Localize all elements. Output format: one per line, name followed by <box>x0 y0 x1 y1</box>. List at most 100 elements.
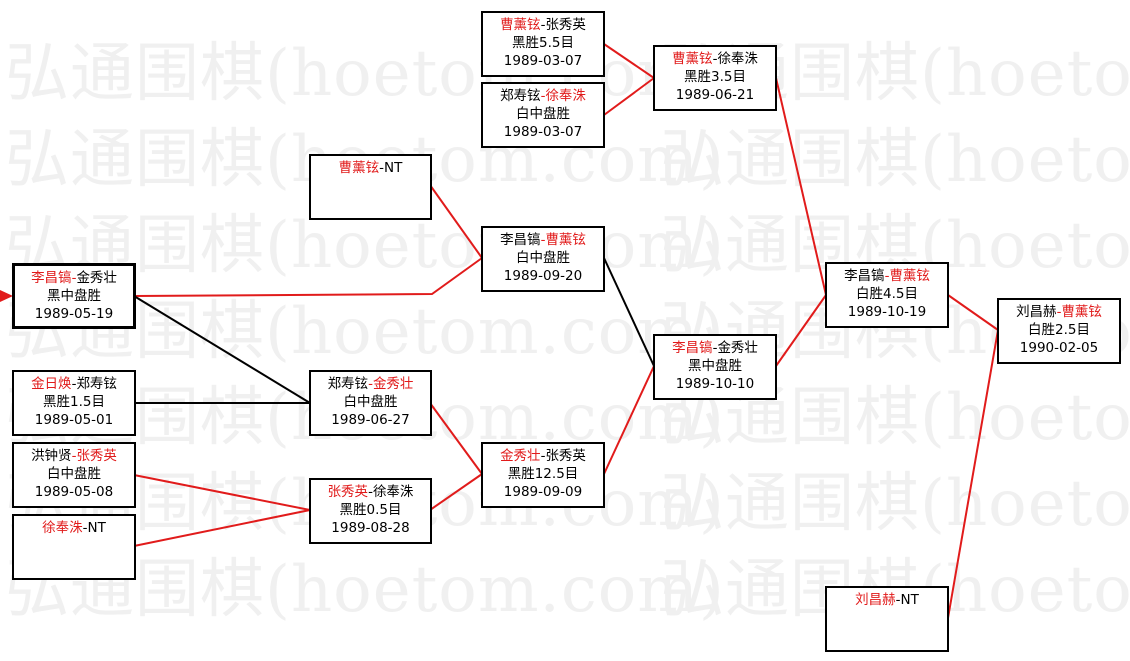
win-line <box>603 43 655 79</box>
player: 张秀英 <box>545 17 586 33</box>
player-winner: 金日焕 <box>31 376 72 392</box>
player: 郑寿铉 <box>500 88 541 104</box>
separator: - <box>71 270 77 286</box>
match-players: 刘昌赫-NT <box>827 591 947 609</box>
match-box: 刘昌赫-NT <box>825 586 949 652</box>
win-line <box>133 474 311 511</box>
separator: - <box>71 448 77 464</box>
win-line <box>603 77 655 116</box>
match-box: 洪钟贤-张秀英 白中盘胜 1989-05-08 <box>12 442 136 508</box>
player-winner: 曹薰铉 <box>545 232 586 248</box>
player-winner: 曹薰铉 <box>1061 304 1102 320</box>
match-date: 1989-05-08 <box>34 484 114 500</box>
match-box: 曹薰铉-徐奉洙 黑胜3.5目 1989-06-21 <box>653 45 777 111</box>
match-result: 白中盘胜 <box>47 466 101 482</box>
match-players: 李昌镐-曹薰铉 <box>827 267 947 285</box>
match-date: 1989-10-19 <box>847 304 927 320</box>
match-date: 1989-10-10 <box>675 376 755 392</box>
match-players: 金秀壮-张秀英 <box>483 447 603 465</box>
match-box: 曹薰铉-NT <box>309 154 432 220</box>
separator: - <box>379 160 384 176</box>
match-date: 1989-03-07 <box>503 124 583 140</box>
match-players: 曹薰铉-徐奉洙 <box>655 50 775 68</box>
match-date: 1989-09-09 <box>503 484 583 500</box>
player-winner: 曹薰铉 <box>500 17 541 33</box>
match-result: 白中盘胜 <box>343 394 398 410</box>
separator: - <box>71 376 77 392</box>
player: 刘昌赫 <box>1016 304 1057 320</box>
match-players: 洪钟贤-张秀英 <box>14 447 134 465</box>
match-box: 曹薰铉-张秀英 黑胜5.5目 1989-03-07 <box>481 11 605 77</box>
match-box: 李昌镐-金秀壮 黑中盘胜 1989-10-10 <box>653 334 777 400</box>
player: 李昌镐 <box>500 232 541 248</box>
match-result: 黑胜1.5目 <box>43 394 105 410</box>
player: 徐奉洙 <box>372 484 414 500</box>
match-result: 黑胜3.5目 <box>684 69 746 85</box>
win-line <box>429 402 483 475</box>
match-box: 张秀英-徐奉洙 黑胜0.5目 1989-08-28 <box>309 478 432 544</box>
separator: - <box>540 88 546 104</box>
player: 李昌镐 <box>844 268 885 284</box>
player: NT <box>87 520 106 536</box>
player-winner: 曹薰铉 <box>672 51 713 67</box>
match-result: 白胜4.5目 <box>856 286 918 302</box>
player: 张秀英 <box>545 448 586 464</box>
separator: - <box>712 51 718 67</box>
player-winner: 张秀英 <box>76 448 117 464</box>
player: 徐奉洙 <box>717 51 758 67</box>
match-box: 郑寿铉-金秀壮 白中盘胜 1989-06-27 <box>309 370 432 436</box>
separator: - <box>540 448 546 464</box>
match-date: 1989-05-19 <box>34 306 114 322</box>
win-line <box>775 294 827 367</box>
incoming-arrow <box>0 290 13 302</box>
player: 郑寿铉 <box>327 376 369 392</box>
match-box: 李昌镐-曹薰铉 白胜4.5目 1989-10-19 <box>825 262 949 328</box>
match-players: 李昌镐-金秀壮 <box>655 339 775 357</box>
match-date: 1989-03-07 <box>503 53 583 69</box>
match-date: 1990-02-05 <box>1019 340 1099 356</box>
loss-line <box>603 257 655 367</box>
match-players: 李昌镐-金秀壮 <box>15 269 133 287</box>
player-winner: 金秀壮 <box>372 376 414 392</box>
match-players: 张秀英-徐奉洙 <box>311 483 430 501</box>
match-box: 李昌镐-金秀壮 黑中盘胜 1989-05-19 <box>12 263 136 329</box>
match-result: 白中盘胜 <box>516 106 570 122</box>
match-box-final: 刘昌赫-曹薰铉 白胜2.5目 1990-02-05 <box>997 298 1121 364</box>
match-date: 1989-09-20 <box>503 268 583 284</box>
win-line <box>133 509 311 547</box>
win-line <box>947 294 999 331</box>
separator: - <box>540 232 546 248</box>
match-result: 黑胜5.5目 <box>512 35 574 51</box>
match-date: 1989-06-27 <box>331 412 410 428</box>
match-result: 黑胜12.5目 <box>507 466 579 482</box>
match-players: 郑寿铉-金秀壮 <box>311 375 430 393</box>
separator: - <box>712 340 718 356</box>
win-line <box>429 473 483 511</box>
match-players: 徐奉洙-NT <box>14 519 134 537</box>
player-winner: 徐奉洙 <box>42 520 83 536</box>
player-winner: 金秀壮 <box>500 448 541 464</box>
player-winner: 李昌镐 <box>31 270 72 286</box>
match-box: 郑寿铉-徐奉洙 白中盘胜 1989-03-07 <box>481 82 605 148</box>
win-line <box>603 365 655 475</box>
match-box: 金秀壮-张秀英 黑胜12.5目 1989-09-09 <box>481 442 605 508</box>
separator: - <box>884 268 890 284</box>
match-result: 黑中盘胜 <box>47 288 101 304</box>
separator: - <box>368 376 373 392</box>
match-date: 1989-05-01 <box>34 412 114 428</box>
player-winner: 李昌镐 <box>672 340 713 356</box>
match-result: 白胜2.5目 <box>1028 322 1090 338</box>
match-players: 曹薰铉-NT <box>311 159 430 177</box>
player-winner: 刘昌赫 <box>855 592 896 608</box>
match-players: 郑寿铉-徐奉洙 <box>483 87 603 105</box>
match-box: 李昌镐-曹薰铉 白中盘胜 1989-09-20 <box>481 226 605 292</box>
separator: - <box>1056 304 1062 320</box>
separator: - <box>895 592 901 608</box>
match-players: 曹薰铉-张秀英 <box>483 16 603 34</box>
match-players: 刘昌赫-曹薰铉 <box>999 303 1119 321</box>
match-box: 金日焕-郑寿铉 黑胜1.5目 1989-05-01 <box>12 370 136 436</box>
match-result: 黑胜0.5目 <box>339 502 402 518</box>
player-winner: 曹薰铉 <box>338 160 380 176</box>
match-date: 1989-08-28 <box>331 520 410 536</box>
player-winner: 徐奉洙 <box>545 88 586 104</box>
